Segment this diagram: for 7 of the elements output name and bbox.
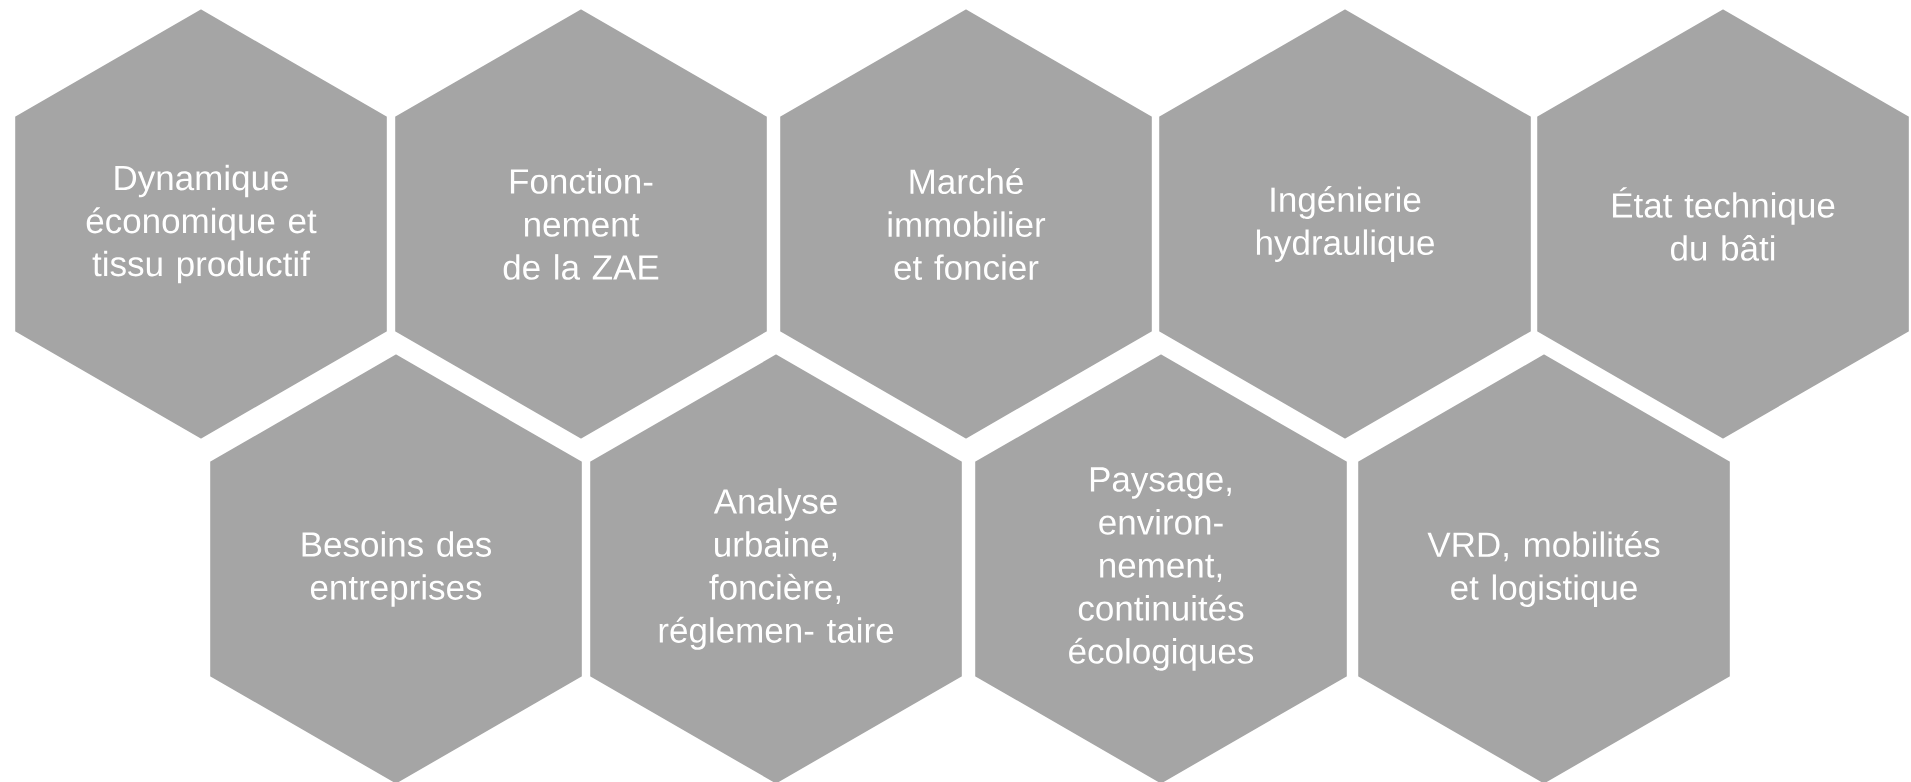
node-label: Analyse urbaine, foncière, réglemen- taire <box>659 488 894 650</box>
node-label: Marché immobilier et foncier <box>888 167 1046 281</box>
node-label: Ingénierie hydraulique <box>1256 185 1434 263</box>
node-label: Fonction- nement de la ZAE <box>503 168 659 280</box>
node-label: Besoins des entreprises <box>302 531 491 607</box>
node-label: Paysage, environ- nement, continuités écologiques <box>1069 467 1254 671</box>
node-label: VRD, mobilités et logistique <box>1427 530 1660 608</box>
